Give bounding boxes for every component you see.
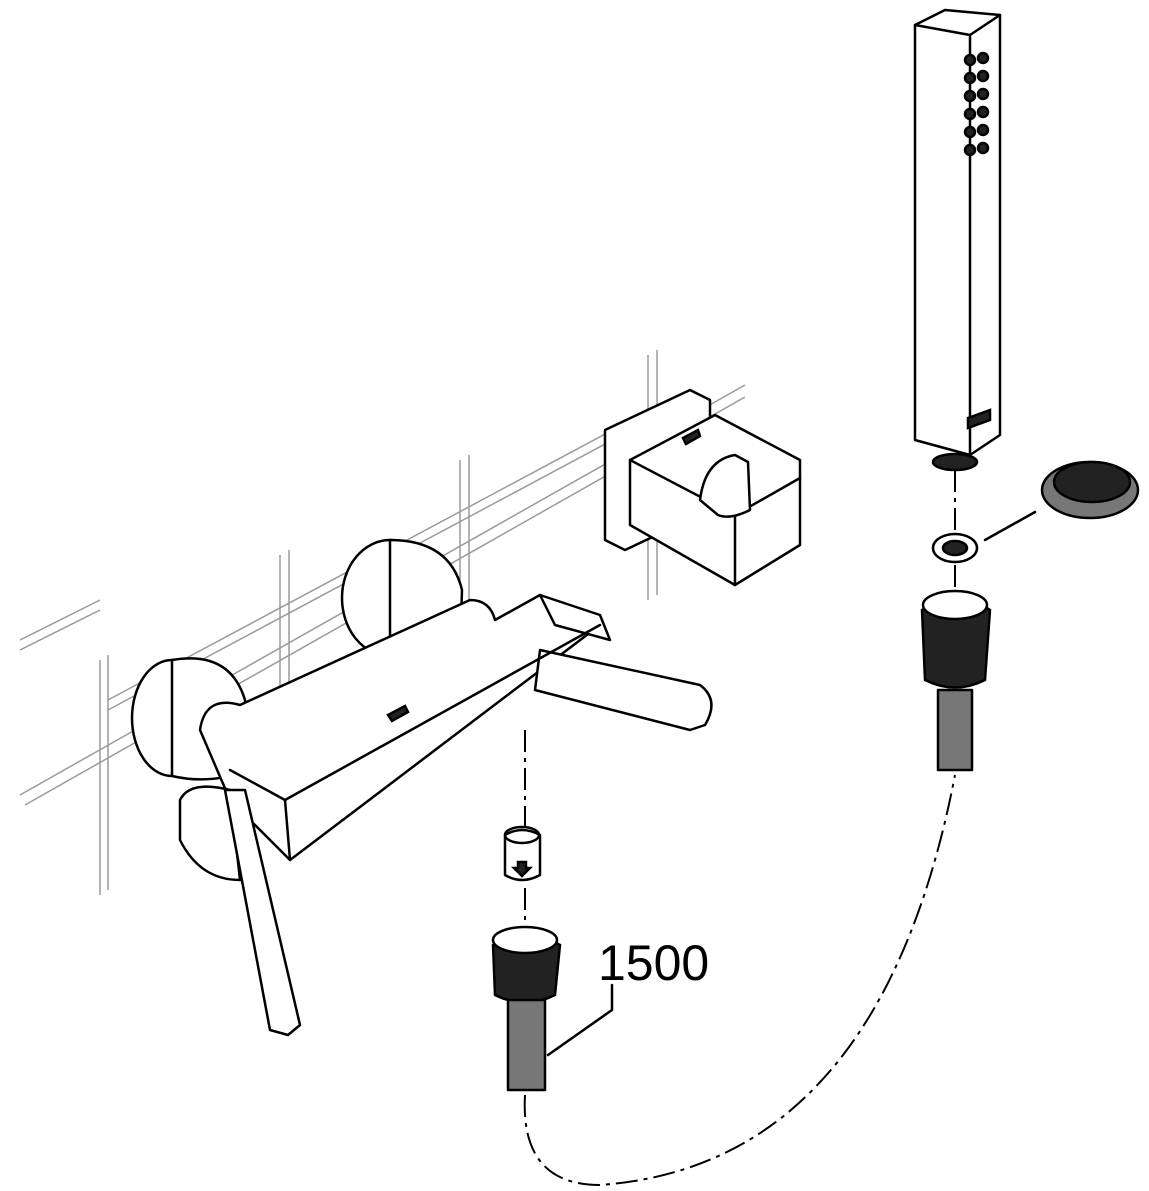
flow-adapter (503, 825, 542, 882)
mixer (130, 538, 713, 1037)
hand-shower (913, 8, 1002, 472)
washer (931, 532, 979, 564)
hose-path (523, 774, 956, 1187)
wall-holder (603, 388, 802, 587)
hose-nut-bottom (491, 925, 562, 1092)
spray-nozzles (963, 51, 990, 157)
filter-disc (1040, 460, 1140, 520)
hose-nut-top (920, 589, 992, 772)
hose-length-label: 1500 (598, 935, 709, 991)
dimension-leader (546, 983, 614, 1057)
